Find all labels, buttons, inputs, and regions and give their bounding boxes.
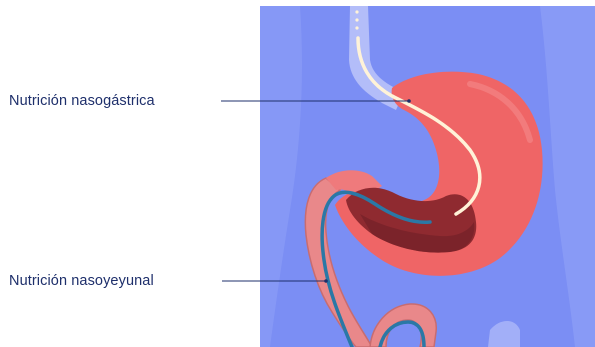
label-nasogastric: Nutrición nasogástrica bbox=[9, 93, 155, 109]
background-panel bbox=[260, 6, 595, 347]
label-nasojejunal: Nutrición nasoyeyunal bbox=[9, 273, 154, 289]
